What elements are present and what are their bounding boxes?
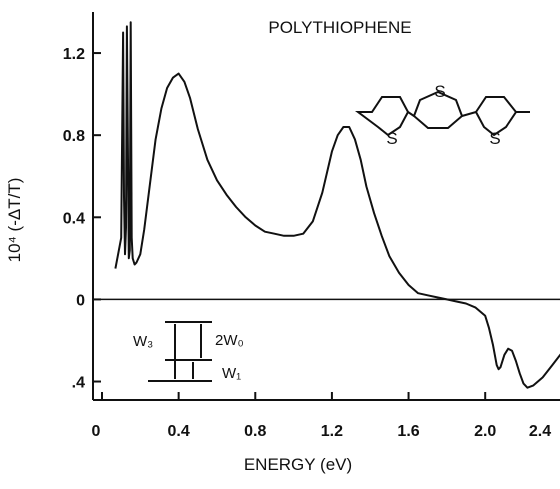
x-tick-label: 0.8 [244,423,266,440]
level-label-w1: W₁ [222,365,241,382]
x-tick-label: 1.6 [397,423,419,440]
chart-title: POLYTHIOPHENE [268,18,411,37]
level-label-2w0: 2W₀ [215,332,244,349]
molecule-inset [355,90,530,137]
y-tick-label: 0.4 [63,210,85,227]
x-tick-label: 2.4 [529,423,551,440]
x-tick-label: 1.2 [321,423,343,440]
sulfur-atom-1: S [386,129,397,148]
thiophene-ring-1 [355,96,410,137]
y-tick-label: 1.2 [63,46,85,63]
y-tick-label: .4 [72,375,85,392]
sulfur-atom-3: S [489,129,500,148]
x-tick-label: 0 [92,423,101,440]
ring-bond-1 [407,111,415,117]
ring-bond-2 [461,111,477,117]
x-axis-label: ENERGY (eV) [244,455,352,474]
level-label-w3: W₃ [133,333,153,350]
sulfur-atom-2: S [434,82,445,101]
x-tick-label: 0.4 [168,423,190,440]
y-axis-label: 10⁴ (-ΔT/T) [5,178,24,263]
thiophene-ring-2 [412,90,464,129]
thiophene-ring-3 [474,96,518,137]
y-tick-label: 0 [76,292,85,309]
series-line [114,21,560,389]
energy-level-inset [148,321,212,382]
x-tick-label: 2.0 [474,423,496,440]
y-tick-label: 0.8 [63,128,85,145]
